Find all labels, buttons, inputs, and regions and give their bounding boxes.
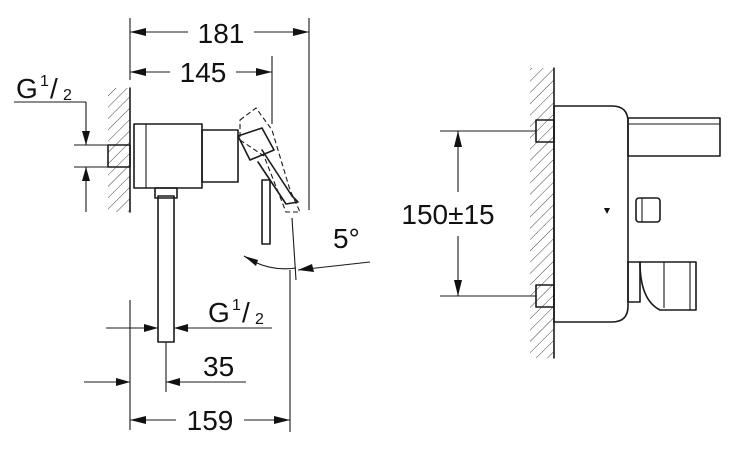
outlet-spout-front (627, 261, 641, 303)
thread-top-den: 2 (63, 87, 72, 104)
mixer-neck (201, 129, 239, 183)
dim-centers: 150±15 (401, 130, 536, 297)
supply-pipe (107, 144, 131, 168)
lever-front (627, 117, 721, 157)
outlet-pipe (157, 195, 175, 343)
lever-alt-position (239, 107, 301, 213)
thread-top-g: G (16, 73, 38, 104)
dim-150-label: 150±15 (401, 199, 494, 230)
thread-top-num: 1 (40, 73, 49, 90)
thread-label-top: G 1 / 2 (14, 73, 108, 212)
wall-hatch-left (108, 88, 130, 212)
handle-stem (261, 179, 271, 245)
mixer-body (133, 123, 203, 189)
thread-outlet-num: 1 (232, 297, 241, 314)
mixer-body-front (553, 105, 629, 323)
diverter-knob (635, 197, 661, 223)
thread-outlet-den: 2 (255, 311, 264, 328)
dim-depth: 159 (130, 270, 291, 438)
dim-projection: 145 (130, 56, 273, 124)
lever-handle (237, 127, 275, 161)
indicator-mark (604, 208, 610, 214)
thread-top-slash: / (50, 73, 58, 104)
lever-arm (257, 149, 299, 205)
front-view (530, 67, 721, 359)
outlet-nozzle (639, 261, 697, 311)
thread-label-outlet: G 1 / 2 (106, 297, 272, 332)
dim-159-label: 159 (187, 405, 234, 436)
thread-outlet-g: G (208, 297, 230, 328)
dim-outlet-offset: 35 (84, 300, 246, 430)
dim-145-label: 145 (180, 57, 227, 88)
wall-hatch-right (530, 68, 554, 358)
dim-181-label: 181 (198, 18, 245, 49)
dim-35-label: 35 (203, 351, 234, 382)
dim-angle: 5° (244, 223, 360, 272)
dim-overall-width: 181 (129, 14, 310, 210)
angle-label: 5° (333, 223, 360, 254)
thread-outlet-slash: / (242, 297, 250, 328)
